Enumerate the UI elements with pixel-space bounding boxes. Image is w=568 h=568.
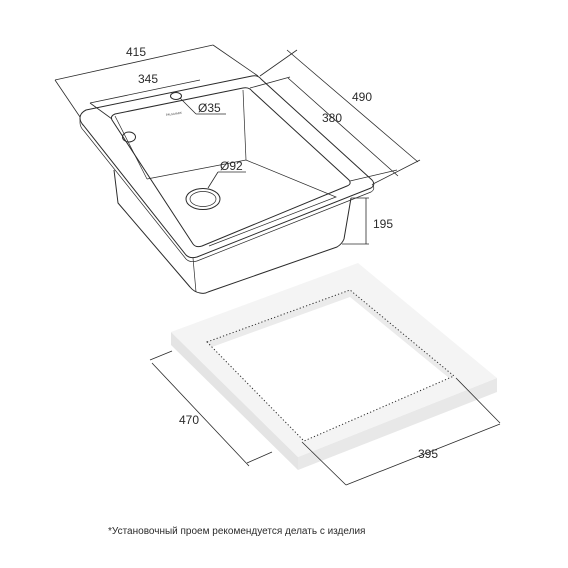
bowl-opening [110, 87, 351, 248]
dim-outer-width: 415 [126, 45, 146, 59]
sink-body [113, 169, 352, 294]
dim-cutout-width: 395 [418, 447, 438, 461]
footnote: *Установочный проем рекомендуется делать… [108, 526, 365, 537]
cutout-slab-front-left [171, 332, 298, 470]
cutout-cut-line [206, 289, 455, 442]
sink-illustration: PAULMARK [79, 75, 375, 294]
bowl-corner-left [114, 115, 148, 180]
drain-hole-icon [185, 188, 221, 210]
cutout-template [171, 263, 497, 470]
dim-outer-depth: 490 [352, 90, 372, 104]
dim-cutout-depth: 470 [179, 413, 199, 427]
faucet-hole-icon [170, 92, 182, 100]
sink-dimensions: 415 345 490 380 195 Ø35 Ø92 [54, 44, 421, 245]
label-faucet-hole: Ø35 [198, 101, 221, 115]
cutout-inner-wall-right [350, 290, 454, 378]
sink-body-side [192, 257, 197, 293]
cutout-inner-wall-left [207, 290, 350, 347]
cutout-slab-front-right [298, 378, 497, 470]
dim-bowl-height: 195 [373, 217, 393, 231]
label-drain-hole: Ø92 [220, 159, 243, 173]
drain-hole-inner [189, 191, 217, 207]
brand-logo: PAULMARK [166, 111, 183, 117]
bowl-floor [146, 159, 337, 247]
dim-inner-width: 345 [138, 72, 158, 86]
bowl-corner-back [242, 89, 247, 161]
sink-rim-outer [79, 75, 375, 259]
cutout-dimensions: 470 395 [149, 350, 501, 486]
overflow-hole-icon [122, 131, 136, 143]
dim-inner-depth: 380 [322, 111, 342, 125]
sink-rim-edge [79, 118, 375, 263]
